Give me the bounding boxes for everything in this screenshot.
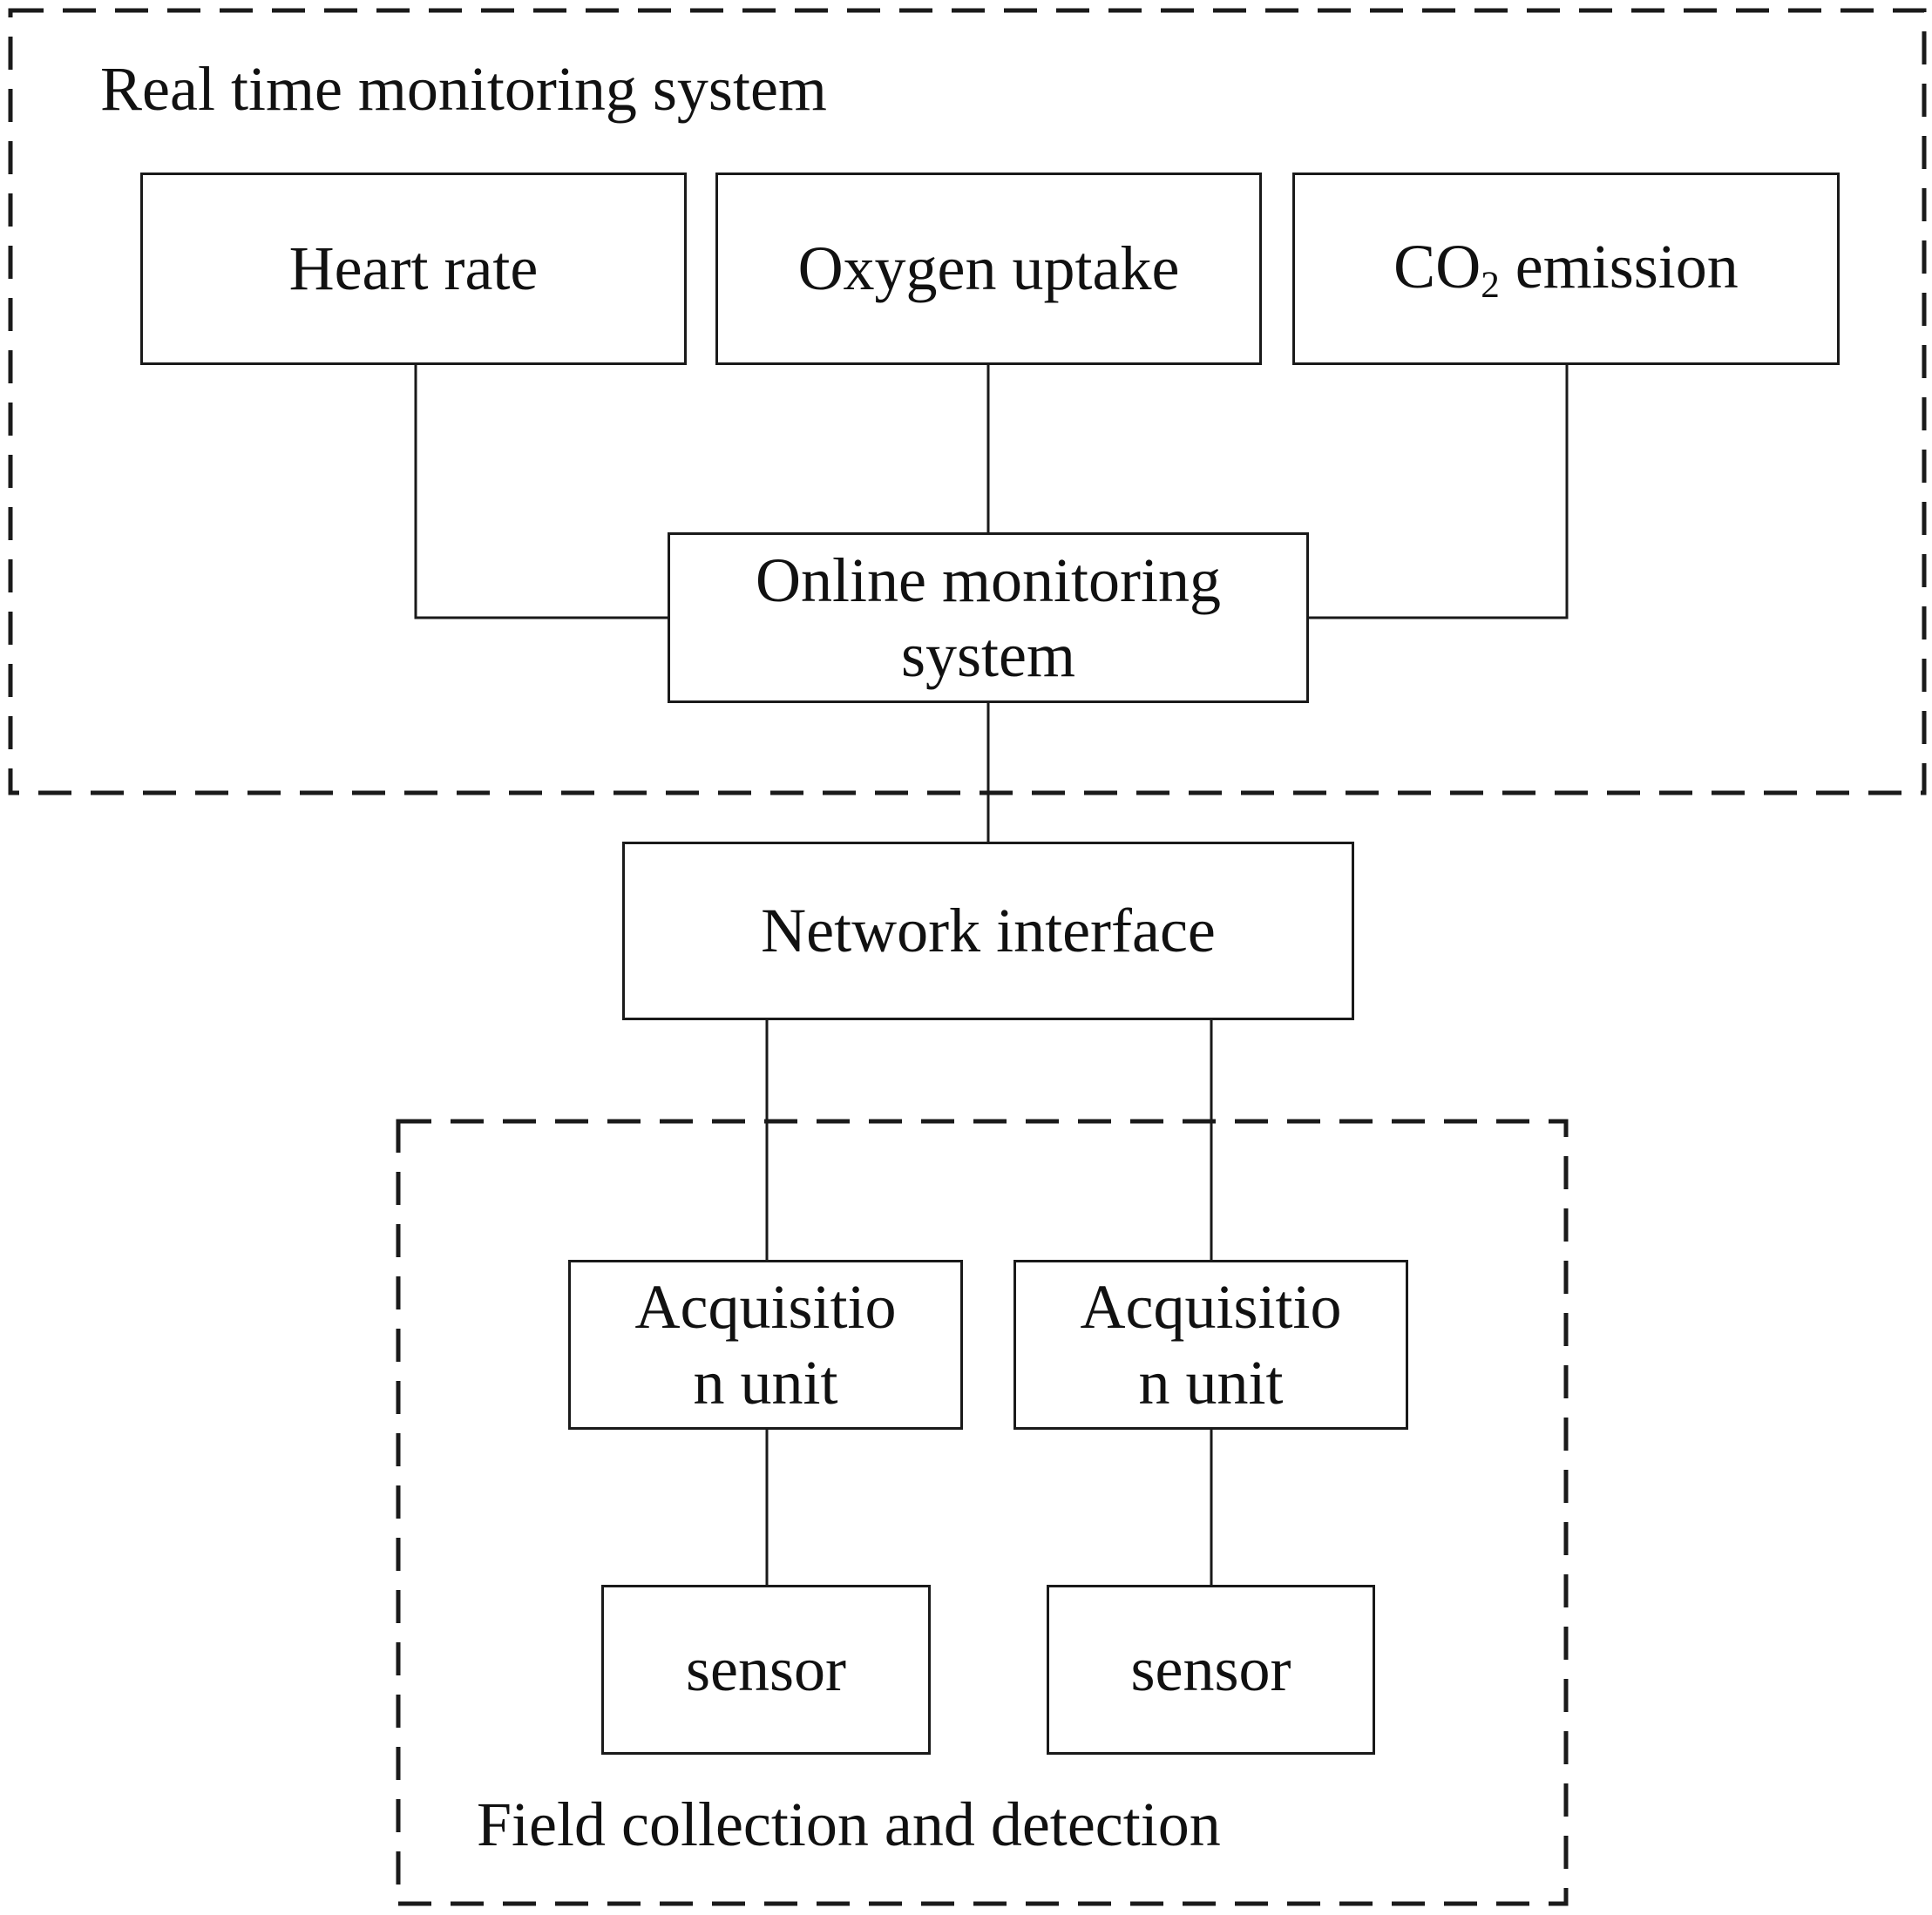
acquisition-unit-left-box: Acquisitio n unit: [568, 1260, 963, 1430]
sensor-right-label: sensor: [1130, 1634, 1291, 1705]
connector-heart-rate: [414, 364, 668, 619]
network-interface-box: Network interface: [622, 842, 1354, 1020]
online-monitoring-line2: system: [900, 620, 1075, 690]
acquisition-left-line1: Acquisitio: [634, 1272, 897, 1343]
field-group-label: Field collection and detection: [477, 1790, 1221, 1859]
sensor-right-box: sensor: [1047, 1585, 1375, 1755]
co2-suffix: emission: [1499, 232, 1739, 302]
co2-emission-label: CO2 emission: [1393, 229, 1739, 308]
online-monitoring-line1: Online monitoring: [756, 545, 1221, 615]
acquisition-left-line2: n unit: [693, 1347, 838, 1418]
realtime-group-label: Real time monitoring system: [100, 54, 827, 124]
heart-rate-label: Heart rate: [288, 233, 539, 304]
sensor-left-label: sensor: [686, 1634, 846, 1705]
network-interface-label: Network interface: [761, 896, 1216, 966]
co2-emission-box: CO2 emission: [1292, 173, 1840, 365]
acquisition-right-line2: n unit: [1138, 1347, 1284, 1418]
connector-co2-emission: [1307, 364, 1569, 619]
oxygen-uptake-box: Oxygen uptake: [715, 173, 1262, 365]
sensor-left-box: sensor: [601, 1585, 931, 1755]
realtime-group-frame: [8, 8, 1927, 795]
oxygen-uptake-label: Oxygen uptake: [797, 233, 1180, 304]
co2-subscript: 2: [1481, 264, 1500, 306]
field-group-frame: [396, 1119, 1569, 1906]
acquisition-unit-right-box: Acquisitio n unit: [1013, 1260, 1408, 1430]
online-monitoring-box: Online monitoring system: [668, 532, 1309, 703]
acquisition-right-line1: Acquisitio: [1080, 1272, 1342, 1343]
heart-rate-box: Heart rate: [140, 173, 687, 365]
co2-prefix: CO: [1393, 232, 1481, 302]
